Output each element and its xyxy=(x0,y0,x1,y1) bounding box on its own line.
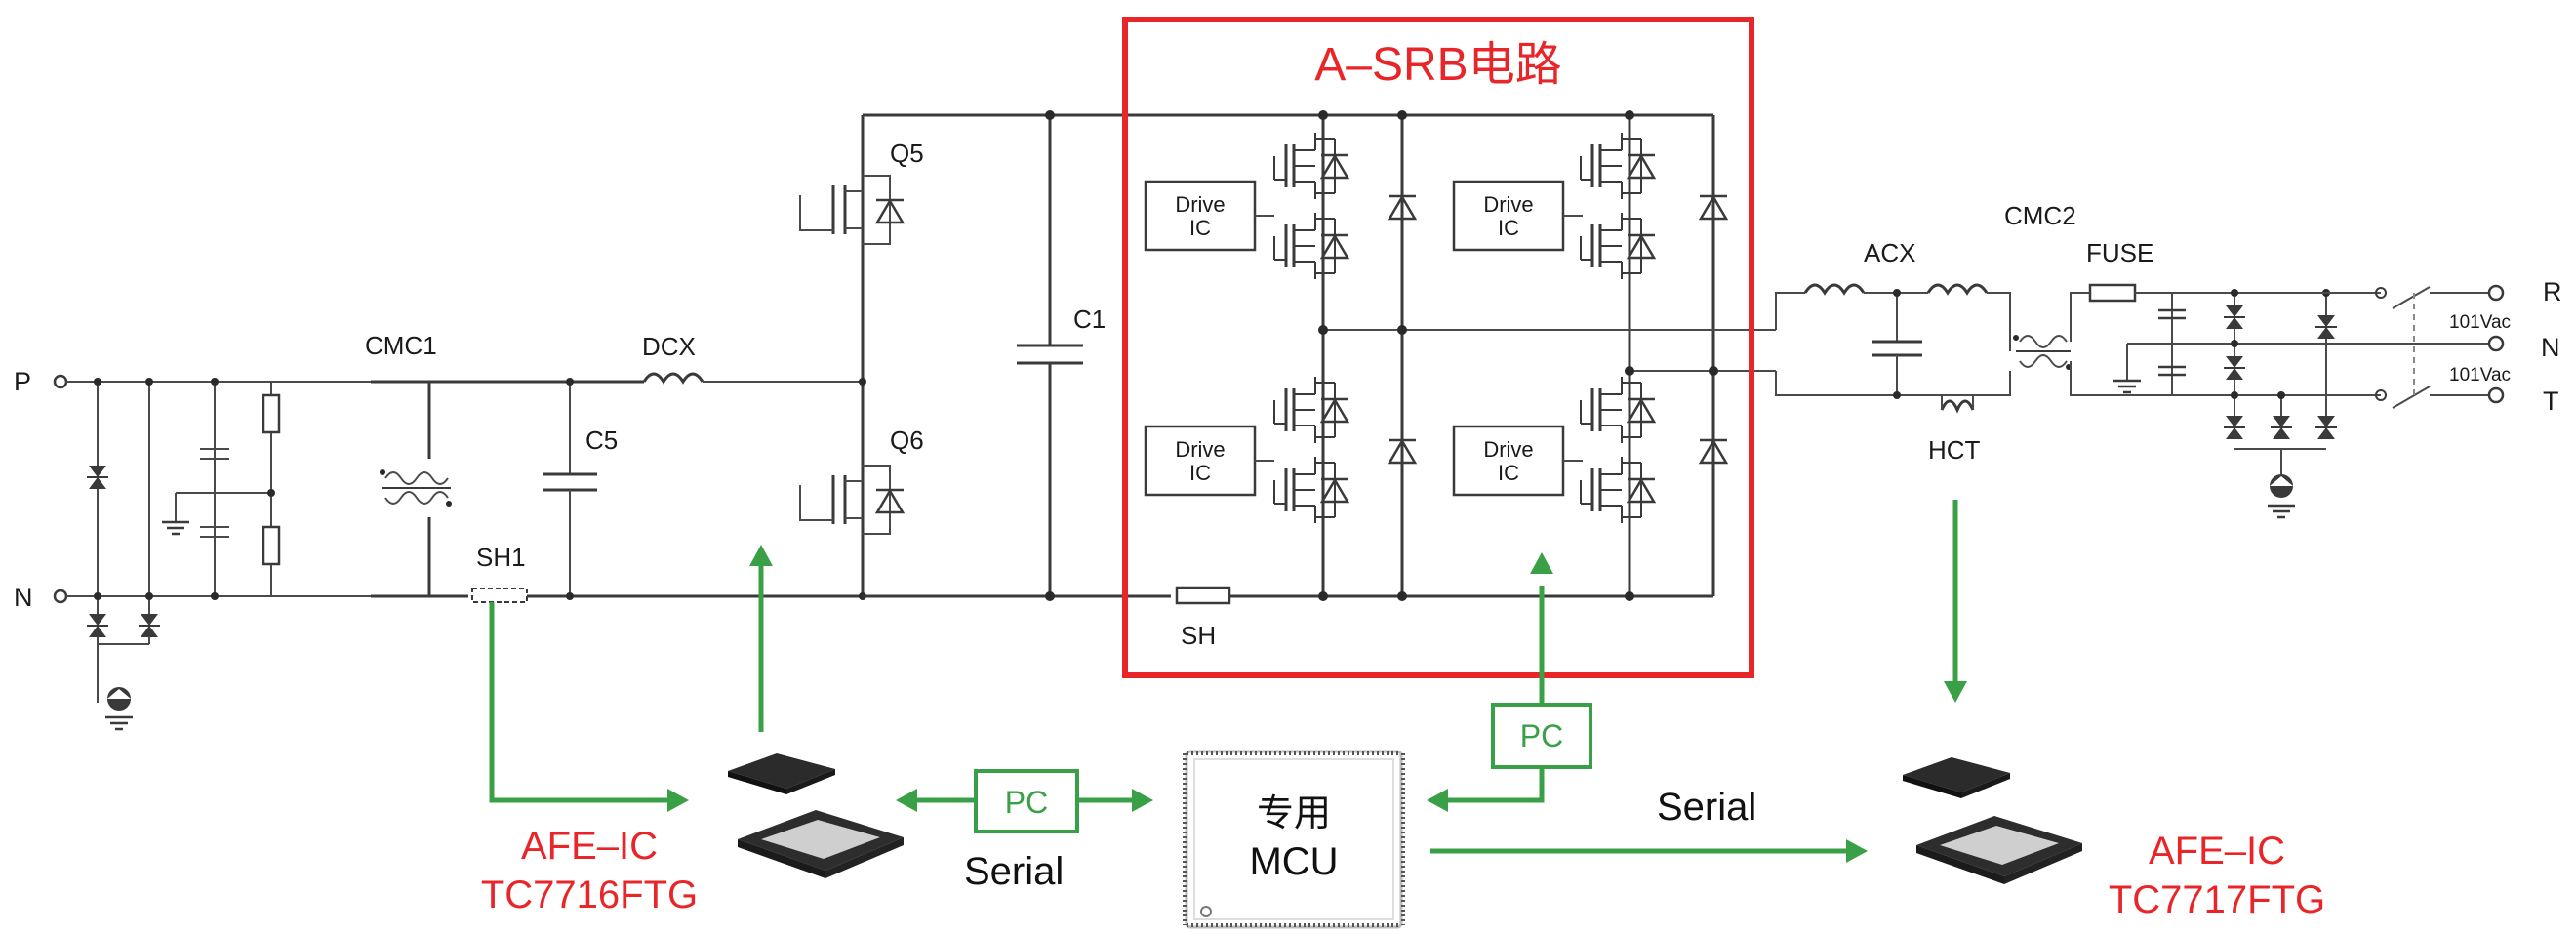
afe-right-line2: TC7717FTG xyxy=(2109,878,2325,921)
dcx-inductor-icon xyxy=(642,372,704,385)
chip-icon xyxy=(1903,757,2010,798)
mcu-chip: 专用 MCU xyxy=(1183,750,1405,929)
c5-label: C5 xyxy=(585,426,618,455)
mosfet-icon xyxy=(1274,213,1348,279)
r-terminal xyxy=(2487,284,2505,302)
chip-icon xyxy=(1916,816,2082,884)
n-node-label: N xyxy=(14,583,33,612)
drive-ic-line2: IC xyxy=(1189,461,1211,485)
afe-left-line1: AFE–IC xyxy=(521,825,658,868)
drive-ic-line2: IC xyxy=(1189,216,1211,240)
asrb-circuit-block xyxy=(1274,110,1776,601)
r-node-label: R xyxy=(2543,277,2562,306)
sh1-label: SH1 xyxy=(476,543,526,572)
n-terminal xyxy=(2487,335,2505,352)
mosfet-icon xyxy=(1274,377,1348,443)
mosfet-icon xyxy=(1274,457,1348,523)
cmc2-label: CMC2 xyxy=(2004,201,2076,230)
c1-label: C1 xyxy=(1073,305,1106,334)
tvs-diode-icon xyxy=(2223,415,2246,440)
tvs-diode-icon xyxy=(86,465,109,490)
tvs-diode-icon xyxy=(2314,415,2338,440)
asrb-frame xyxy=(1122,17,1754,678)
serial-left-label: Serial xyxy=(964,850,1064,893)
drive-ic-box: Drive IC xyxy=(1452,180,1583,252)
tvs-diode-icon xyxy=(86,613,109,638)
right-ac-filter xyxy=(1775,283,2505,519)
pc-box-top: PC xyxy=(1491,703,1592,769)
pc-top-label: PC xyxy=(1520,718,1563,753)
drive-ic-line1: Drive xyxy=(1483,437,1533,462)
ground-icon xyxy=(2266,504,2297,519)
drive-ic-line2: IC xyxy=(1498,461,1519,485)
vac-top-label: 101Vac xyxy=(2449,312,2511,333)
n-terminal xyxy=(53,589,68,604)
tvs-diode-icon xyxy=(2314,314,2338,340)
drive-ic-line1: Drive xyxy=(1175,437,1225,462)
drive-ic-box: Drive IC xyxy=(1452,425,1583,497)
signal-arrows xyxy=(489,500,1967,863)
drive-ic-box: Drive IC xyxy=(1144,180,1274,252)
t-node-label: T xyxy=(2543,386,2559,416)
mcu-line1: 专用 xyxy=(1257,793,1331,834)
fuse-label: FUSE xyxy=(2086,238,2153,267)
vac-bottom-label: 101Vac xyxy=(2449,365,2511,386)
sh-label: SH xyxy=(1181,621,1216,650)
mosfet-icon xyxy=(1581,133,1655,199)
c5-capacitor-icon xyxy=(543,378,597,600)
left-input-network xyxy=(53,374,371,731)
sh1-shunt-icon xyxy=(471,588,528,603)
chip-icon xyxy=(728,753,835,794)
afe-right-line1: AFE–IC xyxy=(2149,830,2285,873)
drive-ic-line2: IC xyxy=(1498,216,1519,240)
cmc1-transformer-icon xyxy=(371,380,452,598)
drive-ic-box: Drive IC xyxy=(1144,425,1274,497)
sh-shunt-icon xyxy=(1175,586,1231,605)
n-node-right-label: N xyxy=(2541,333,2560,362)
mosfet-icon xyxy=(1581,213,1655,279)
tvs-diode-icon xyxy=(2223,305,2246,330)
ground-icon xyxy=(103,715,135,731)
mosfet-icon xyxy=(1581,457,1655,523)
p-node-label: P xyxy=(14,367,31,396)
drive-ic-line1: Drive xyxy=(1175,192,1225,217)
tvs-diode-icon xyxy=(2223,355,2246,381)
q6-mosfet-icon xyxy=(799,378,906,600)
asrb-title: A–SRB电路 xyxy=(1314,39,1561,91)
mosfet-icon xyxy=(1274,133,1348,199)
mcu-line2: MCU xyxy=(1249,840,1338,883)
ground-icon xyxy=(2112,379,2143,394)
t-terminal xyxy=(2487,386,2505,404)
afe-left-line2: TC7716FTG xyxy=(481,873,698,916)
tvs-diode-icon xyxy=(138,613,161,638)
p-terminal xyxy=(53,374,68,389)
c1-capacitor-icon xyxy=(1017,110,1083,601)
pc-left-label: PC xyxy=(1005,785,1048,820)
tvs-diode-icon xyxy=(2270,415,2293,440)
mosfet-icon xyxy=(1581,377,1655,443)
chip-icon xyxy=(738,810,904,878)
ground-icon xyxy=(160,520,191,536)
q6-label: Q6 xyxy=(890,426,924,455)
hct-label: HCT xyxy=(1928,435,1981,465)
cmc1-label: CMC1 xyxy=(365,331,437,360)
serial-right-label: Serial xyxy=(1657,786,1756,829)
acx-label: ACX xyxy=(1864,238,1915,267)
dcx-label: DCX xyxy=(642,332,696,361)
q5-mosfet-icon xyxy=(799,115,906,382)
pc-box-left: PC xyxy=(974,769,1079,833)
q5-label: Q5 xyxy=(890,139,924,168)
drive-ic-line1: Drive xyxy=(1483,192,1533,217)
